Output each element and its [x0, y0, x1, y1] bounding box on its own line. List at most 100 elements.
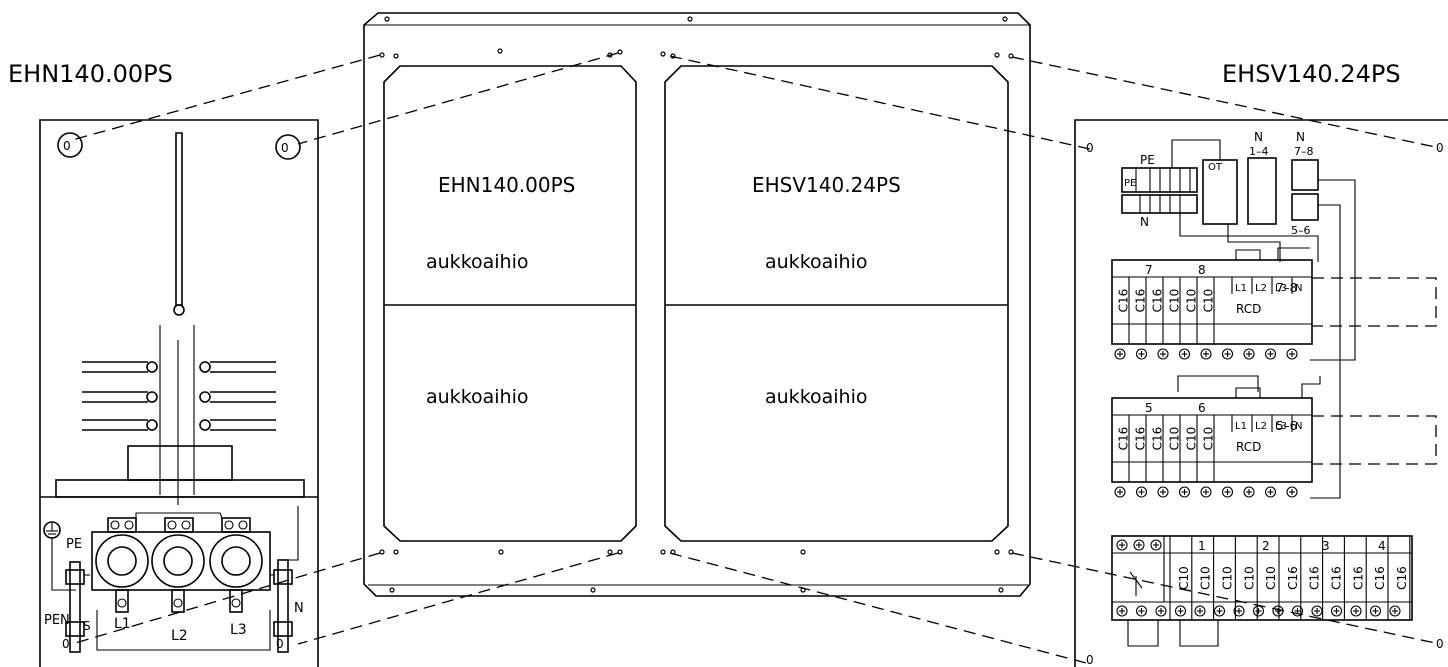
cutout-label-top-right: aukkoaihio: [765, 251, 868, 273]
alignment-lines: [71, 52, 1441, 665]
screw-terminal: [1389, 605, 1401, 617]
phase-label-l1: L1: [114, 616, 131, 632]
right-panel-title: EHSV140.24PS: [1222, 60, 1401, 88]
right-distribution-panel: 0 0 0 0 PE PE N OT N 1–4 N 7–8 5–6: [1074, 119, 1448, 667]
screw-terminal: [1116, 605, 1128, 617]
right-n-label: N: [1140, 215, 1149, 229]
left-pe-label: PE: [66, 537, 82, 552]
group-1-label: 1: [1198, 539, 1206, 553]
center-left-model-label: EHN140.00PS: [438, 173, 575, 197]
group-5-label: 5: [1145, 401, 1153, 415]
rcd-56-label: RCD: [1236, 440, 1261, 454]
screw-terminal: [1178, 348, 1191, 360]
breaker-rating: C16: [1134, 289, 1148, 313]
group-2-label: 2: [1262, 539, 1270, 553]
screw-terminal: [1350, 605, 1362, 617]
rcd-pole-label: L3: [1275, 283, 1287, 294]
group-6-label: 6: [1198, 401, 1206, 415]
group-4-label: 4: [1378, 539, 1386, 553]
rcd-78-range: 7–8: [1276, 281, 1297, 295]
screw-terminal: [1133, 539, 1145, 551]
screw-terminal: [1286, 486, 1298, 498]
screw-terminal: [1114, 486, 1126, 498]
breaker-rating: C10: [1221, 566, 1235, 590]
breaker-rating: C10: [1264, 566, 1278, 590]
svg-text:0: 0: [62, 637, 70, 651]
rcd-78-label: RCD: [1236, 302, 1261, 316]
svg-text:0: 0: [1086, 141, 1094, 155]
screw-terminal: [1157, 486, 1169, 498]
screw-terminal: [1135, 605, 1148, 617]
screw-terminal: [1264, 486, 1277, 498]
svg-text:PE: PE: [1124, 178, 1136, 189]
rcd-pole-label: L1: [1235, 283, 1247, 294]
breaker-rating: C16: [1117, 427, 1131, 451]
screw-terminal: [1243, 486, 1255, 498]
screw-terminal: [1157, 348, 1169, 360]
breaker-rating: C16: [1395, 566, 1409, 590]
screw-terminal: [1252, 605, 1265, 617]
screw-terminal: [1116, 539, 1128, 551]
breaker-rating: C10: [1242, 566, 1256, 590]
breaker-rating: C10: [1177, 566, 1191, 590]
group-8-label: 8: [1198, 263, 1206, 277]
screw-terminal: [1221, 486, 1234, 498]
cutout-label-bottom-right: aukkoaihio: [765, 386, 868, 408]
screw-terminal: [1330, 605, 1343, 617]
left-meter-panel: 0 0: [39, 119, 319, 667]
cutout-label-top-left: aukkoaihio: [426, 251, 529, 273]
phase-label-l2: L2: [171, 628, 188, 644]
breaker-rating: C16: [1330, 566, 1344, 590]
screw-terminal: [1213, 605, 1226, 617]
phase-label-l3: L3: [230, 622, 247, 638]
breaker-rating: C16: [1308, 566, 1322, 590]
n-bus-a-label-range: 1–4: [1249, 145, 1269, 158]
breaker-rating: C10: [1168, 427, 1182, 451]
breaker-rating: C10: [1202, 427, 1216, 451]
screw-terminal: [1264, 348, 1277, 360]
breaker-rating: C10: [1185, 427, 1199, 451]
screw-terminal: [1150, 539, 1162, 551]
breaker-rating: C16: [1134, 427, 1148, 451]
n-bus-a-label-n: N: [1254, 130, 1263, 144]
breaker-rating: C16: [1151, 289, 1165, 313]
breaker-rating: C10: [1168, 289, 1182, 313]
breaker-rating: C16: [1351, 566, 1365, 590]
left-n-label: N: [294, 601, 304, 616]
right-cutout-frame: [664, 65, 1009, 542]
bus-56-label: 5–6: [1291, 224, 1311, 237]
screw-terminal: [1221, 348, 1234, 360]
screw-terminal: [1135, 486, 1148, 498]
left-pen-label: PEN: [44, 613, 70, 628]
screw-terminal: [1291, 605, 1304, 617]
screw-terminal: [1200, 486, 1212, 498]
right-pe-label: PE: [1140, 153, 1155, 167]
cutout-label-bottom-left: aukkoaihio: [426, 386, 529, 408]
svg-text:0: 0: [1436, 637, 1444, 651]
breaker-rating: C10: [1202, 289, 1216, 313]
n-bus-b-label-range: 7–8: [1294, 145, 1314, 158]
rcd-pole-label: L3: [1275, 421, 1287, 432]
group-7-label: 7: [1145, 263, 1153, 277]
rcd-pole-label: L2: [1255, 421, 1267, 432]
screw-terminal: [1178, 486, 1191, 498]
n-bus-b-label-n: N: [1296, 130, 1305, 144]
svg-text:0: 0: [1436, 141, 1444, 155]
svg-text:0: 0: [281, 141, 289, 155]
left-cutout-frame: [383, 65, 637, 542]
breaker-rating: C16: [1286, 566, 1300, 590]
ot-label: OT: [1208, 162, 1223, 173]
screw-terminal: [1200, 348, 1212, 360]
screw-terminal: [1114, 348, 1126, 360]
rcd-pole-label: L1: [1235, 421, 1247, 432]
screw-terminal: [1135, 348, 1148, 360]
breaker-rating: C10: [1185, 289, 1199, 313]
screw-terminal: [1286, 348, 1298, 360]
rcd-pole-label: N: [1295, 421, 1302, 432]
screw-terminal: [1155, 605, 1167, 617]
svg-text:0: 0: [1086, 653, 1094, 667]
